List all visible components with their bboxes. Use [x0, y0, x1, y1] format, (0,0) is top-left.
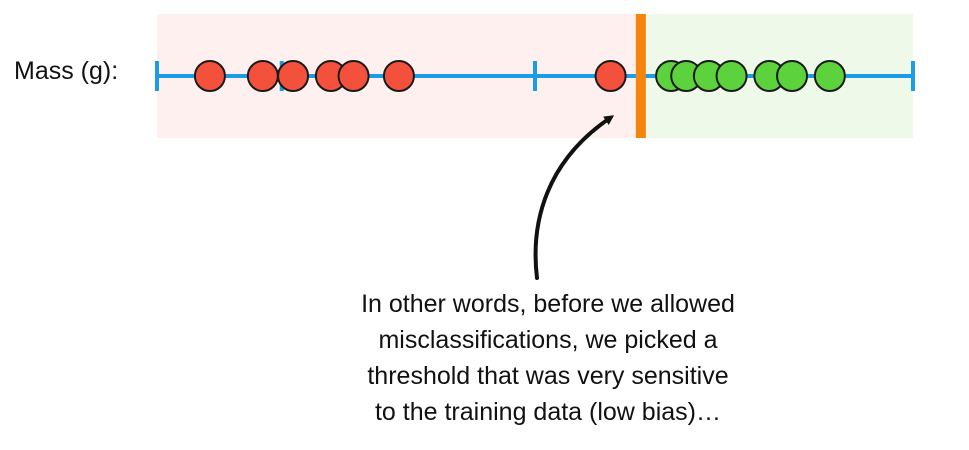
- green-point-4: [715, 60, 748, 92]
- green-point-6: [776, 60, 809, 92]
- callout-arrow: [533, 115, 615, 280]
- caption-line-3: threshold that was very sensitive: [367, 362, 729, 390]
- caption-text: In other words, before we allowed miscla…: [268, 286, 828, 430]
- caption-line-1: In other words, before we allowed: [361, 290, 735, 318]
- caption-line-4: to the training data (low bias)…: [374, 398, 721, 426]
- red-point-7: [594, 60, 627, 92]
- points-layer: [193, 60, 846, 92]
- red-point-5: [337, 60, 370, 92]
- threshold-line: [635, 14, 646, 138]
- red-point-6: [382, 60, 415, 92]
- caption-line-2: misclassifications, we picked a: [378, 326, 718, 354]
- red-point-3: [277, 60, 310, 92]
- green-point-7: [813, 60, 846, 92]
- red-point-2: [246, 60, 279, 92]
- axis-label: Mass (g):: [14, 57, 119, 85]
- red-point-1: [193, 60, 226, 92]
- threshold-layer: [635, 14, 646, 138]
